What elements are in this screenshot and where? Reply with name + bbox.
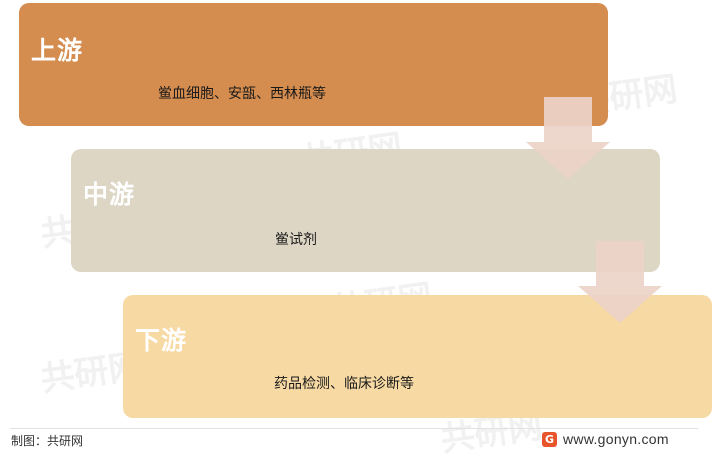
stage-title: 中游 (83, 180, 136, 209)
stage-description: 药品检测、临床诊断等 (274, 376, 414, 392)
source-credit: 制图：共研网 (11, 434, 84, 448)
footer-divider (10, 428, 698, 429)
stage-description: 鲎血细胞、安瓿、西林瓶等 (158, 86, 326, 102)
stage-description: 鲎试剂 (275, 232, 317, 248)
site-url: www.gonyn.com (563, 431, 669, 447)
footer-site: G www.gonyn.com (542, 430, 669, 448)
stage-title: 下游 (135, 326, 188, 355)
stage-title: 上游 (31, 36, 84, 65)
gonyn-logo-icon: G (542, 431, 557, 447)
stage-upstream: 上游 鲎血细胞、安瓿、西林瓶等 (19, 3, 608, 126)
flow-arrow-down-icon (578, 241, 662, 323)
flow-arrow-down-icon (526, 97, 610, 179)
